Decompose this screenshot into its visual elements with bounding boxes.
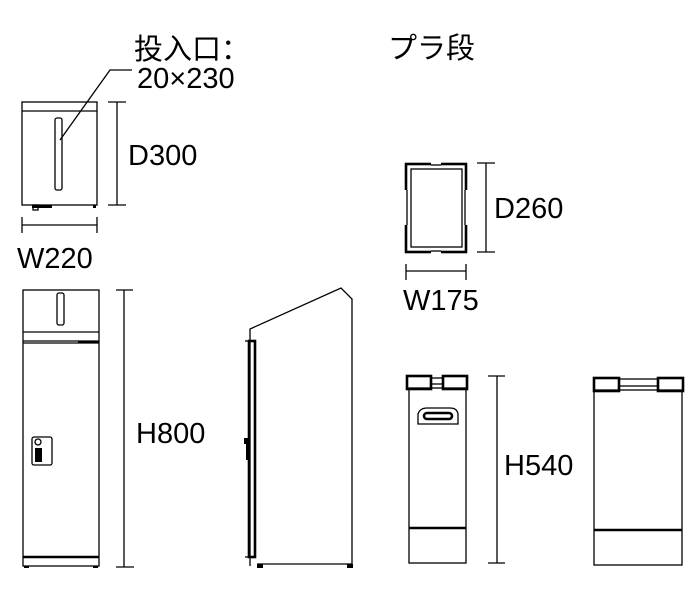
bin-height-label: H800	[136, 418, 205, 450]
plastic-box-top-view	[404, 162, 468, 254]
bin-top-view	[21, 69, 132, 211]
slot-title: 投入口：	[134, 33, 250, 66]
bin-width-dimension	[21, 217, 98, 233]
box-width-dimension	[405, 264, 467, 280]
bin-front-view	[22, 289, 100, 568]
lock-icon	[31, 436, 53, 466]
bin-side-view	[244, 287, 353, 568]
bin-depth-dimension	[108, 101, 126, 206]
slot-size: 20×230	[137, 63, 235, 95]
bin-height-dimension	[116, 289, 134, 568]
bin-depth-label: D300	[128, 140, 197, 172]
plastic-box-title: プラ段	[388, 32, 475, 65]
box-depth-label: D260	[494, 193, 563, 225]
slot-leader-line	[59, 69, 132, 141]
box-height-dimension	[488, 375, 505, 564]
plastic-box-front-view	[405, 374, 469, 564]
plastic-box-side-view	[592, 376, 685, 566]
box-depth-dimension	[477, 162, 495, 253]
box-height-label: H540	[504, 450, 573, 482]
box-width-label: W175	[403, 285, 479, 317]
bin-width-label: W220	[17, 243, 93, 275]
